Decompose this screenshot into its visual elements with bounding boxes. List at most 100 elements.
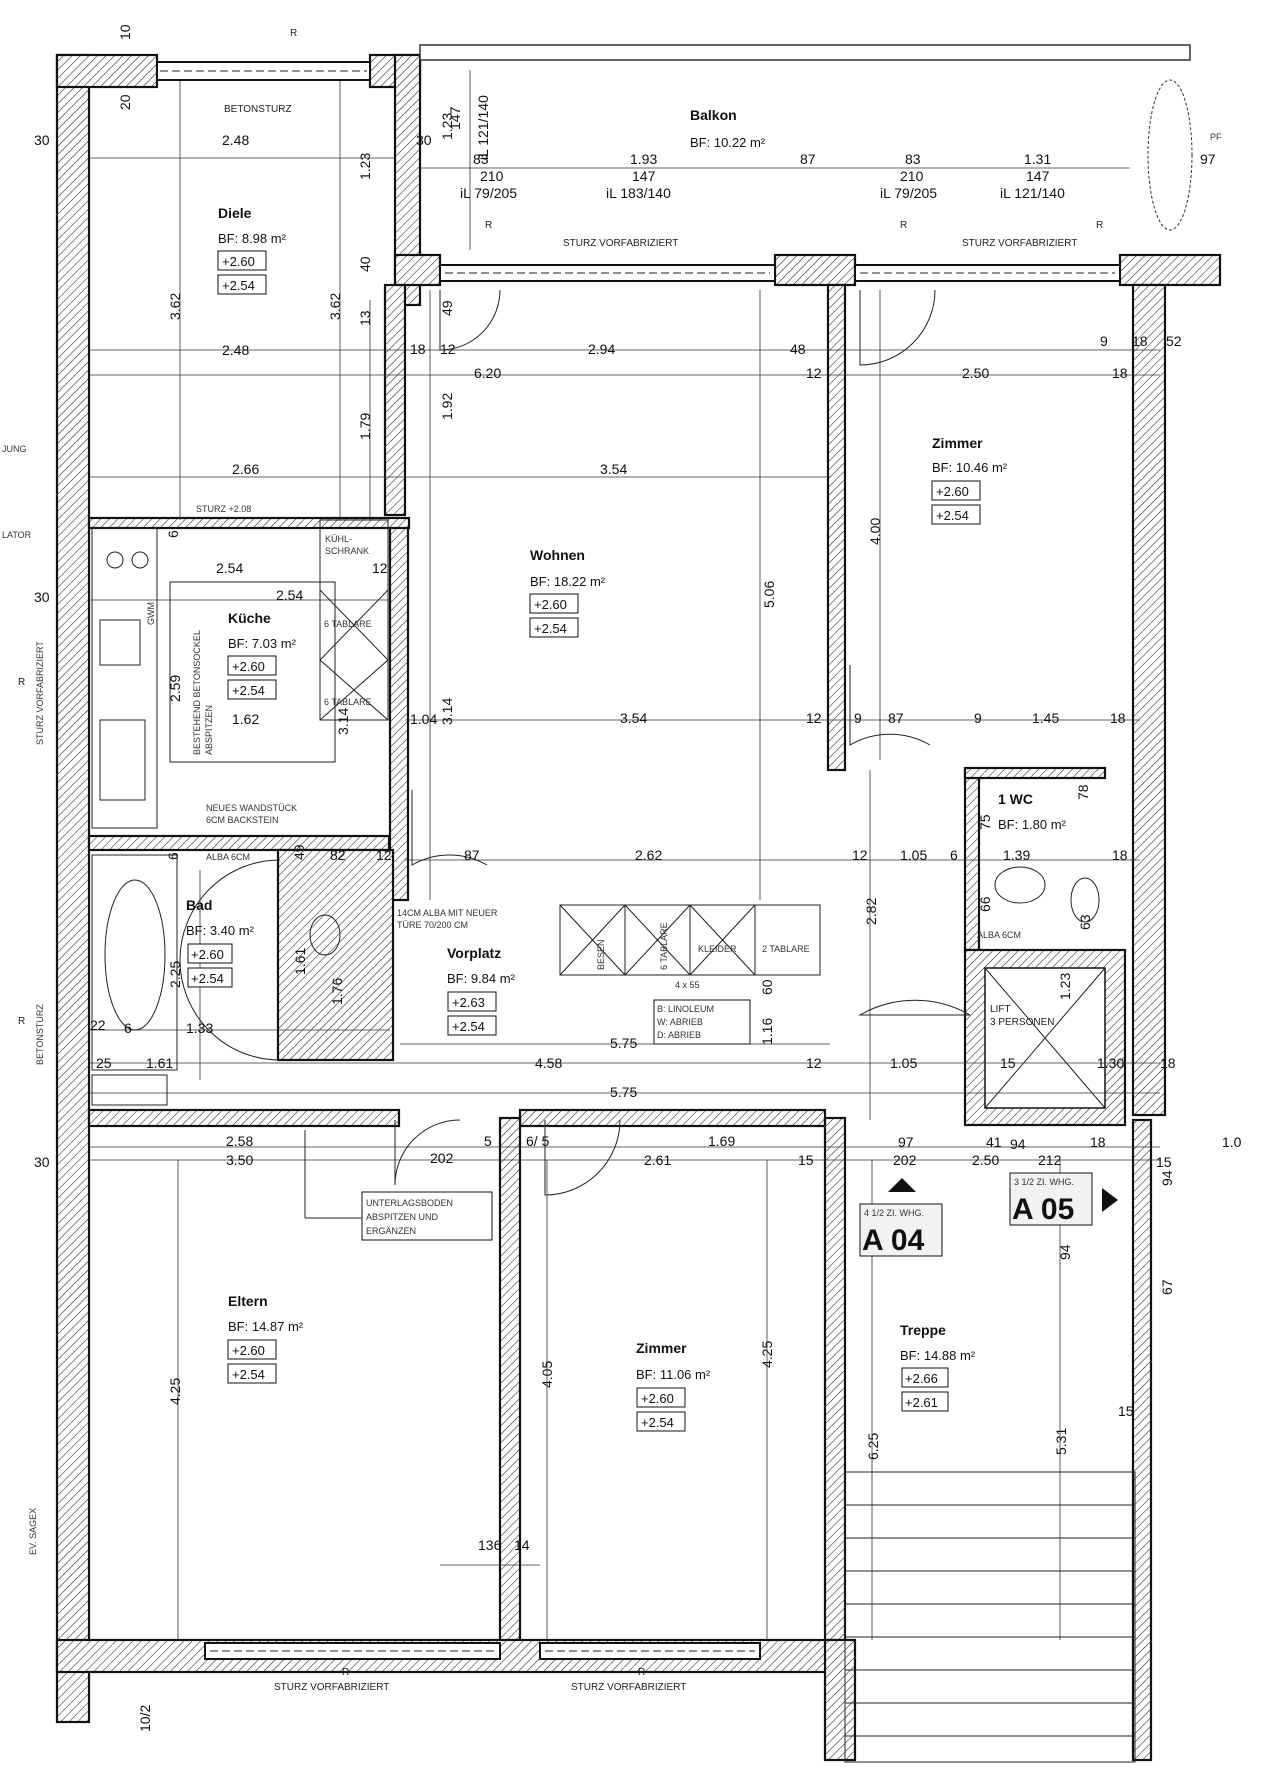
note-r-1: R (290, 28, 297, 39)
dim-2-54-a: 2.54 (216, 560, 243, 576)
unit-tags: 4 1/2 ZI. WHG. A 04 3 1/2 ZI. WHG. A 05 (859, 1172, 1118, 1257)
wall-zimmer-treppe (823, 1116, 847, 1650)
dim-2-82: 2.82 (863, 898, 879, 925)
dim-12-f: 12 (372, 560, 388, 576)
note-edge-lator: LATOR (2, 530, 32, 540)
doors (179, 289, 971, 1196)
dim-18-c: 18 (1110, 710, 1126, 726)
dim-2-66: 2.66 (232, 461, 259, 477)
note-besen: BESEN (596, 939, 606, 970)
fixtures (91, 79, 1193, 1763)
dimension-lines (89, 70, 1160, 1640)
level-kueche-2: +2.54 (232, 683, 265, 698)
dim-3-14-b: 3.14 (439, 698, 455, 725)
dim-2-48-a: 2.48 (222, 132, 249, 148)
lift-cross-2 (984, 967, 1106, 1109)
wall-vorplatz-south (87, 1108, 401, 1128)
note-alba-tuere-2: TÜRE 70/200 CM (397, 920, 468, 930)
dim-1-05-b: 1.05 (890, 1055, 917, 1071)
wc-bad (309, 914, 341, 956)
dim-12-c: 12 (806, 1055, 822, 1071)
dim-5-06: 5.06 (761, 581, 777, 608)
dim-1-62: 1.62 (232, 711, 259, 727)
level-zimmer-s-2: +2.54 (641, 1415, 674, 1430)
dim-3-62-a: 3.62 (167, 293, 183, 320)
note-r-3: R (900, 220, 907, 231)
dim-63: 63 (1077, 914, 1093, 930)
door-treppe (858, 999, 971, 1016)
dim-18-f: 18 (1090, 1134, 1106, 1150)
room-area-bad: BF: 3.40 m² (186, 923, 255, 938)
arrow-up-icon (888, 1178, 916, 1192)
note-wandstueck-2: 6CM BACKSTEIN (206, 815, 279, 825)
plan-notes: BETONSTURZ STURZ VORFABRIZIERT STURZ VOR… (2, 28, 1222, 1693)
dim-3-14-a: 3.14 (335, 708, 351, 735)
room-name-treppe: Treppe (900, 1322, 946, 1338)
note-floor-w: W: ABRIEB (657, 1017, 703, 1027)
room-name-bad: Bad (186, 897, 212, 913)
wall-north-east (1118, 253, 1222, 287)
dim-1-92: 1.92 (439, 393, 455, 420)
dim-82: 82 (330, 847, 346, 863)
dim-18-d: 18 (1112, 847, 1128, 863)
dim-2-25: 2.25 (167, 961, 183, 988)
dim-4-05: 4.05 (539, 1361, 555, 1388)
dim-1-16: 1.16 (759, 1018, 775, 1045)
dim-2-58: 2.58 (226, 1133, 253, 1149)
win-c-l3: iL 79/205 (880, 185, 937, 201)
dim-2-50: 2.50 (962, 365, 989, 381)
level-zimmer-s-1: +2.60 (641, 1391, 674, 1406)
dim-12-e: 12 (376, 847, 392, 863)
bath-sink (91, 1074, 168, 1106)
note-sturz-vorfab-3: STURZ VORFABRIZIERT (274, 1682, 389, 1693)
room-area-balkon: BF: 10.22 m² (690, 135, 766, 150)
win-a-l3: iL 79/205 (460, 185, 517, 201)
note-edge-jung: JUNG (2, 444, 27, 454)
door-bad (179, 859, 281, 1061)
room-area-wohnen: BF: 18.22 m² (530, 574, 606, 589)
dim-87-b: 87 (464, 847, 480, 863)
note-lift-2: 3 PERSONEN (990, 1017, 1054, 1028)
floor-legend (653, 999, 751, 1045)
dim-15-c: 15 (798, 1152, 814, 1168)
note-edge-pf: PF (1210, 132, 1222, 142)
dim-1-04: 1.04 (410, 711, 437, 727)
note-unterlag-1: UNTERLAGSBODEN (366, 1198, 453, 1208)
wall-north-diele (55, 53, 159, 89)
dim-2-59: 2.59 (167, 675, 183, 702)
note-r-4: R (1096, 220, 1103, 231)
dim-48: 48 (790, 341, 806, 357)
wall-north-mid (773, 253, 857, 287)
room-area-diele: BF: 8.98 m² (218, 231, 287, 246)
win-d-l2: 147 (1026, 168, 1050, 184)
note-alba-tuere-1: 14CM ALBA MIT NEUER (397, 908, 498, 918)
stair-treads (844, 1471, 1136, 1763)
room-name-balkon: Balkon (690, 107, 737, 123)
wall-east (1131, 283, 1167, 1117)
level-zimmer-ne-2: +2.54 (936, 508, 969, 523)
wall-stair-east (1131, 1118, 1153, 1762)
note-lift-1: LIFT (990, 1004, 1011, 1015)
window-eltern (204, 1642, 501, 1660)
unit-tag-a04 (859, 1203, 943, 1257)
dim-4-58: 4.58 (535, 1055, 562, 1071)
note-alba-1: ALBA 6CM (206, 852, 250, 862)
room-name-wohnen: Wohnen (530, 547, 585, 563)
room-labels: Diele BF: 8.98 m² +2.60 +2.54 Balkon BF:… (186, 107, 1067, 1432)
note-betonsturz: BETONSTURZ (224, 104, 292, 115)
dim-3-62-b: 3.62 (327, 293, 343, 320)
windows (156, 61, 1121, 1660)
win-c-l2: 210 (900, 168, 924, 184)
dim-14: 14 (514, 1537, 530, 1553)
dim-1-79: 1.79 (357, 413, 373, 440)
dim-18-b: 18 (1112, 365, 1128, 381)
dim-1-61: 1.61 (146, 1055, 173, 1071)
dim-60: 60 (759, 979, 775, 995)
walls (55, 44, 1222, 1762)
unit-a05-sub: 3 1/2 ZI. WHG. (1014, 1177, 1074, 1187)
level-eltern-1: +2.60 (232, 1343, 265, 1358)
note-unterlag-2: ABSPITZEN UND (366, 1212, 439, 1222)
dim-2-50-b: 2.50 (972, 1152, 999, 1168)
dim-13: 13 (357, 310, 373, 326)
win-c-l1: 83 (905, 151, 921, 167)
